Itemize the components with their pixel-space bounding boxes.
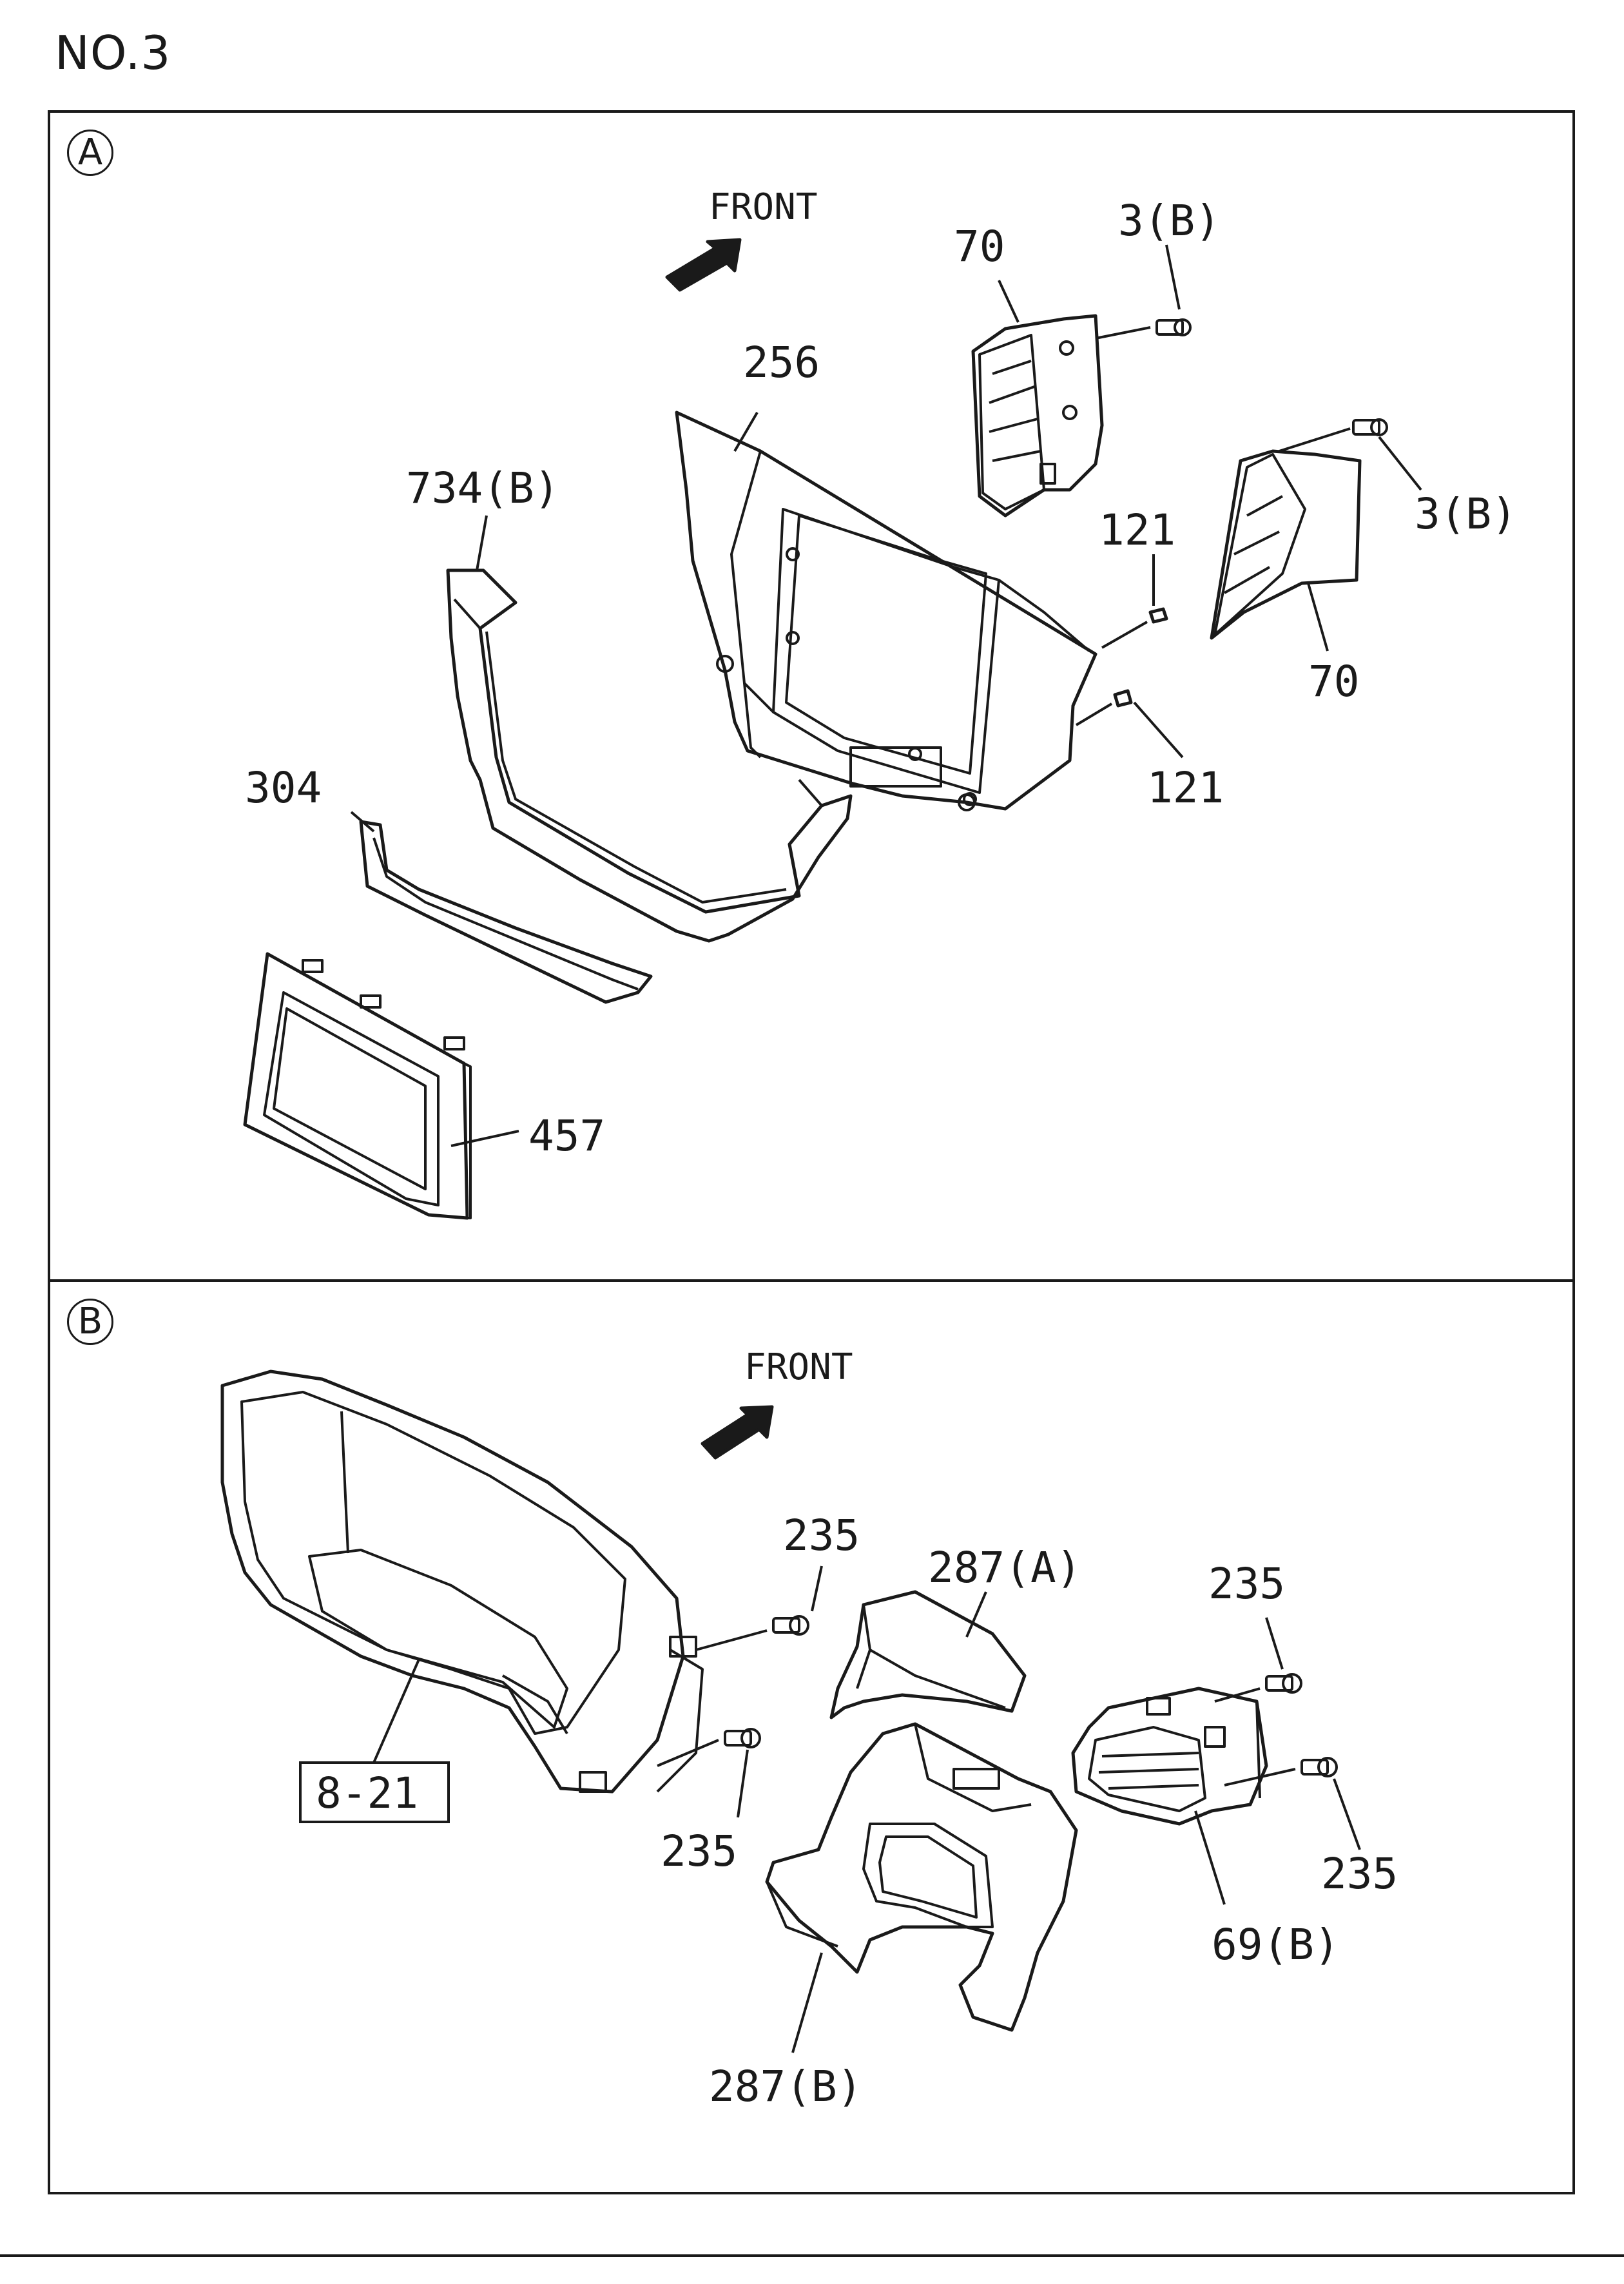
part-8-21-cluster-hood xyxy=(220,1369,704,1794)
page-bottom-rule xyxy=(0,2254,1624,2257)
front-label-b: FRONT xyxy=(744,1346,853,1388)
callout-235-lower-left: 235 xyxy=(661,1826,737,1876)
front-arrow-a-icon xyxy=(665,238,742,292)
leader-235-upper-right xyxy=(1265,1617,1284,1670)
leader-3b-top-2 xyxy=(1095,326,1151,340)
leader-235-lower-right-2 xyxy=(1224,1768,1296,1786)
leader-121-lower xyxy=(1075,702,1113,726)
leader-287a xyxy=(965,1591,987,1638)
leader-235-upper-right-2 xyxy=(1214,1687,1261,1703)
part-457-display-bezel xyxy=(243,952,472,1220)
leader-235-lower-left xyxy=(737,1749,749,1818)
leader-235-upper-left xyxy=(811,1565,823,1612)
leader-235-lower-left-2 xyxy=(657,1739,719,1767)
callout-3b-top: 3(B) xyxy=(1118,196,1221,246)
part-256-bezel-frame xyxy=(675,411,1097,811)
leader-457 xyxy=(450,1130,519,1147)
leader-3b-right-2 xyxy=(1279,427,1351,452)
front-label-a: FRONT xyxy=(709,186,818,228)
leader-121-lower-2 xyxy=(1133,701,1184,759)
leader-235-lower-right xyxy=(1333,1778,1361,1850)
callout-304: 304 xyxy=(245,763,322,813)
leader-70-right xyxy=(1307,583,1329,652)
callout-287a: 287(A) xyxy=(928,1543,1081,1592)
front-arrow-b-icon xyxy=(701,1405,774,1460)
part-734b-lower-trim xyxy=(446,568,853,943)
panel-b-id-marker: B xyxy=(67,1299,113,1345)
leader-8-21 xyxy=(372,1659,420,1763)
leader-70-left xyxy=(998,280,1020,323)
part-235-screw-upper-right xyxy=(1265,1673,1302,1694)
part-70-air-vent-right xyxy=(1210,449,1362,640)
leader-121-upper xyxy=(1101,621,1148,649)
leader-304 xyxy=(350,811,375,833)
callout-235-upper-right: 235 xyxy=(1208,1559,1285,1609)
callout-734b: 734(B) xyxy=(406,463,559,513)
callout-235-lower-right: 235 xyxy=(1321,1849,1398,1899)
part-69b-air-vent xyxy=(1071,1687,1268,1826)
callout-256: 256 xyxy=(743,338,820,387)
leader-3b-right xyxy=(1378,436,1422,491)
part-304-trim-strip xyxy=(359,820,653,1004)
callout-457: 457 xyxy=(528,1111,605,1161)
leader-734b xyxy=(476,515,488,571)
leader-69b xyxy=(1194,1810,1226,1905)
part-287a-upper-trim xyxy=(829,1590,1027,1719)
leader-235-upper-left-2 xyxy=(695,1629,768,1651)
callout-8-21-box xyxy=(299,1761,450,1823)
part-235-screw-lower-right xyxy=(1300,1757,1338,1777)
part-70-air-vent-left xyxy=(971,314,1104,518)
leader-3b-top xyxy=(1165,244,1181,310)
callout-287b: 287(B) xyxy=(709,2062,862,2111)
callout-235-upper-left: 235 xyxy=(783,1511,860,1560)
callout-8-21: 8-21 xyxy=(316,1768,418,1818)
callout-3b-right: 3(B) xyxy=(1415,489,1517,539)
panel-a-id-marker: A xyxy=(67,130,113,176)
callout-69b: 69(B) xyxy=(1212,1920,1340,1969)
callout-70-right: 70 xyxy=(1308,657,1359,706)
part-121-clip-lower xyxy=(1113,689,1133,708)
callout-70-left: 70 xyxy=(954,222,1005,271)
part-121-clip-upper xyxy=(1148,607,1168,624)
part-3b-screw-top xyxy=(1155,318,1192,336)
part-235-screw-lower-left xyxy=(724,1728,761,1748)
part-3b-screw-right xyxy=(1352,418,1388,436)
callout-121-lower: 121 xyxy=(1147,763,1224,813)
callout-121-upper: 121 xyxy=(1099,505,1175,555)
leader-287b xyxy=(791,1952,823,2053)
panel-b: B xyxy=(48,1279,1575,2194)
part-235-screw-upper-left xyxy=(772,1615,809,1636)
part-287b-lower-trim xyxy=(765,1722,1078,2032)
page-title: NO.3 xyxy=(55,26,171,80)
leader-256 xyxy=(733,411,759,452)
